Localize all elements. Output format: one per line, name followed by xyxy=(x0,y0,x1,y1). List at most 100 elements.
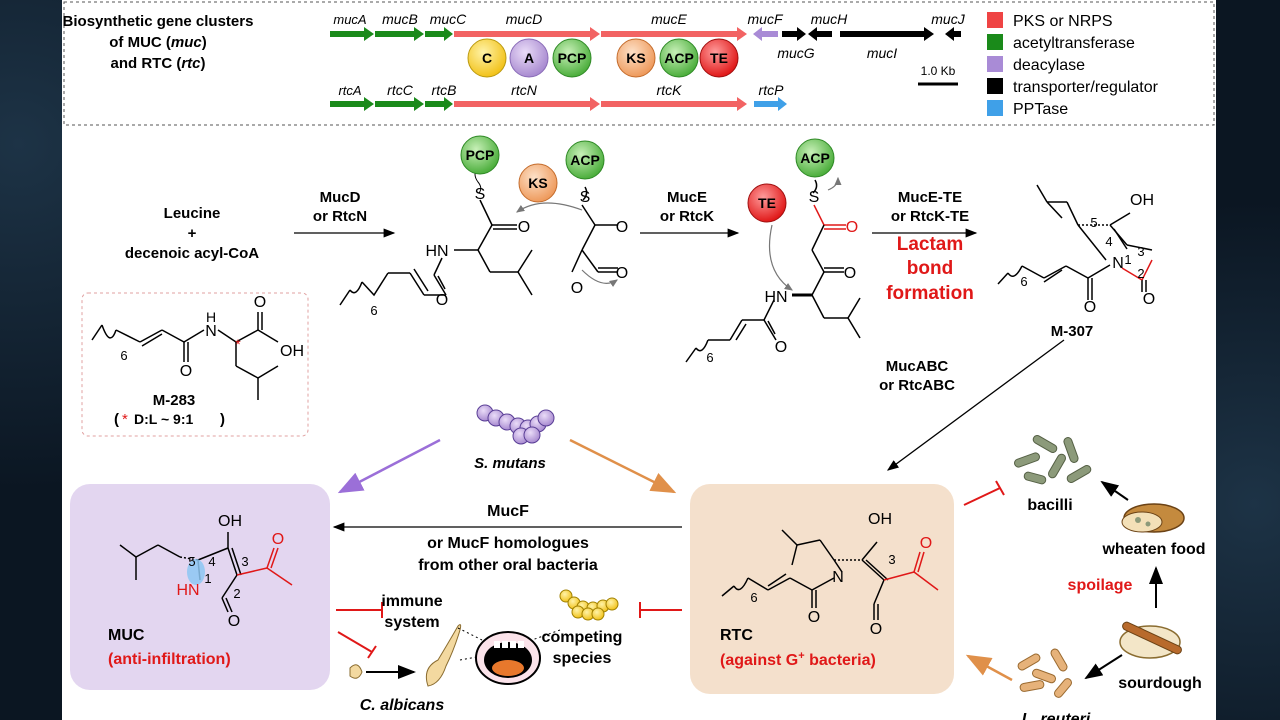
m283-box xyxy=(81,292,309,437)
muc-oxygen-1: O xyxy=(228,613,240,630)
bacilli-icon xyxy=(1014,435,1092,485)
gene-label-rtcA: rtcA xyxy=(338,83,361,98)
m307-nitrogen: N xyxy=(1112,255,1124,272)
gene-arrow-mucJ xyxy=(945,27,961,41)
s-mutans-to-muc-arrow xyxy=(337,438,441,494)
m283-hydroxyl: OH xyxy=(280,343,304,360)
muc-oxygen-2: O xyxy=(272,531,284,548)
spoilage-label: spoilage xyxy=(1068,577,1133,594)
gene-label-rtcB: rtcB xyxy=(432,82,457,98)
gene-arrow-mucF xyxy=(753,27,778,41)
legend-label-transporter: transporter/regulator xyxy=(1013,79,1159,96)
gene-arrow-mucH xyxy=(808,27,832,41)
m283-chiral-star: * xyxy=(235,336,241,352)
sourdough-to-reuteri-arrow xyxy=(1084,654,1123,680)
intermediate-2-structure xyxy=(685,179,861,363)
mucf-line3: from other oral bacteria xyxy=(418,557,598,574)
gene-cluster-box xyxy=(63,1,1215,126)
domain-TE-label: TE xyxy=(710,50,728,66)
bacilli-label: bacilli xyxy=(1027,497,1072,514)
rtc-gene-arrows xyxy=(330,97,787,111)
int1-curved-arrow-1 xyxy=(516,202,583,213)
mouth-icon xyxy=(457,627,561,685)
step1-enzyme-b: or RtcN xyxy=(313,208,367,225)
legend-swatch-pks xyxy=(987,12,1003,28)
int1-oxygen-4: O xyxy=(616,265,628,282)
int2-oxygen-3: O xyxy=(775,339,787,356)
rtc-chain-6: 6 xyxy=(750,590,757,605)
mucf-line1: MucF xyxy=(487,503,529,520)
m307-label: M-307 xyxy=(1051,323,1094,340)
intermediate-2-domains: ACP TE xyxy=(747,138,835,223)
rtc-nitrogen: N xyxy=(832,569,844,586)
pcp-carrier-circle xyxy=(460,135,500,175)
m283-ratio-star: * xyxy=(122,411,128,428)
m307-chain-6: 6 xyxy=(1020,274,1027,289)
gene-arrow-rtcN xyxy=(454,97,600,111)
muc-structure xyxy=(119,532,293,613)
te-enzyme-circle xyxy=(747,183,787,223)
gene-arrow-rtcP xyxy=(754,97,787,111)
gene-arrow-mucI xyxy=(840,27,934,41)
intermediate-2-atoms: S O O HN O 6 xyxy=(706,189,858,365)
c-albicans-cell-icon xyxy=(349,664,363,679)
step2-enzyme-a: MucE xyxy=(667,189,707,206)
m307-c4: 4 xyxy=(1105,234,1112,249)
l-reuteri-icon xyxy=(1017,648,1072,698)
lactam-line1: Lactam xyxy=(897,234,964,255)
immune-line2: system xyxy=(384,614,439,631)
m283-atoms: N H O OH O 6 * xyxy=(120,294,304,380)
step4-enzyme-b: or RtcABC xyxy=(879,377,955,394)
gene-arrow-mucG xyxy=(782,27,806,41)
step3-enzyme-a: MucE-TE xyxy=(898,189,962,206)
domain-ACP-circle xyxy=(659,38,699,78)
l-reuteri-label: L. reuteri xyxy=(1022,711,1091,720)
starting-materials: Leucine + decenoic acyl-CoA xyxy=(125,205,259,262)
gene-arrow-rtcC xyxy=(375,97,424,111)
background-decoration-left xyxy=(0,0,62,720)
gene-label-mucF: mucF xyxy=(748,11,784,27)
rtc-box xyxy=(690,484,954,694)
m307-c2: 2 xyxy=(1137,266,1144,281)
background-decoration-right xyxy=(1216,0,1280,720)
step3-enzyme-b: or RtcK-TE xyxy=(891,208,969,225)
m307-hydroxyl: OH xyxy=(1130,192,1154,209)
int2-sulfur: S xyxy=(809,189,820,206)
acp-carrier-2-label: ACP xyxy=(800,150,830,166)
muc-atoms: OH HN O O 5 4 3 1 2 xyxy=(176,513,284,630)
competing-line1: competing xyxy=(542,629,623,646)
gene-title-line3: and RTC (rtc) xyxy=(110,55,205,72)
domain-PCP-label: PCP xyxy=(558,50,587,66)
wheaten-food-icon xyxy=(1121,503,1185,533)
wheaten-food-label: wheaten food xyxy=(1101,541,1205,558)
gene-arrow-rtcA xyxy=(330,97,374,111)
muc-c5: 5 xyxy=(188,554,195,569)
gene-arrow-rtcK xyxy=(601,97,747,111)
int1-oxygen-1: O xyxy=(518,219,530,236)
reuteri-to-rtc-arrow xyxy=(965,654,1013,682)
muc-gene-labels: mucA mucB mucC mucD mucE mucF mucG mucH … xyxy=(333,11,965,61)
m283-label: M-283 xyxy=(153,392,196,409)
muc-name: MUC xyxy=(108,627,145,644)
food-to-bacilli-arrow xyxy=(1100,480,1129,501)
legend-label-acetyltransferase: acetyltransferase xyxy=(1013,35,1135,52)
legend-swatch-transporter xyxy=(987,78,1003,94)
gene-label-mucC: mucC xyxy=(430,11,467,27)
domain-KS-label: KS xyxy=(626,50,645,66)
rtc-atoms: OH N O O O 6 3 xyxy=(750,511,932,638)
domain-A-label: A xyxy=(524,50,534,66)
rtc-role: (against G+ bacteria) xyxy=(720,650,876,669)
int2-oxygen-1: O xyxy=(846,219,858,236)
muc-gene-arrows xyxy=(330,27,961,41)
m283-oxygen-2: O xyxy=(180,363,192,380)
ks-enzyme-circle xyxy=(518,163,558,203)
m307-structure xyxy=(997,184,1153,300)
gene-label-mucA: mucA xyxy=(333,12,366,27)
int2-release-arrow xyxy=(827,176,842,191)
m283-h: H xyxy=(206,309,216,325)
intermediate-1-atoms: S S O HN O O O O 6 xyxy=(370,186,628,318)
figure-svg: Biosynthetic gene clusters of MUC (muc) … xyxy=(63,1,1215,720)
rtc-oxygen-2: O xyxy=(808,609,820,626)
gene-legend: PKS or NRPS acetyltransferase deacylase … xyxy=(987,12,1159,118)
m307-oxygen-2: O xyxy=(1084,299,1096,316)
